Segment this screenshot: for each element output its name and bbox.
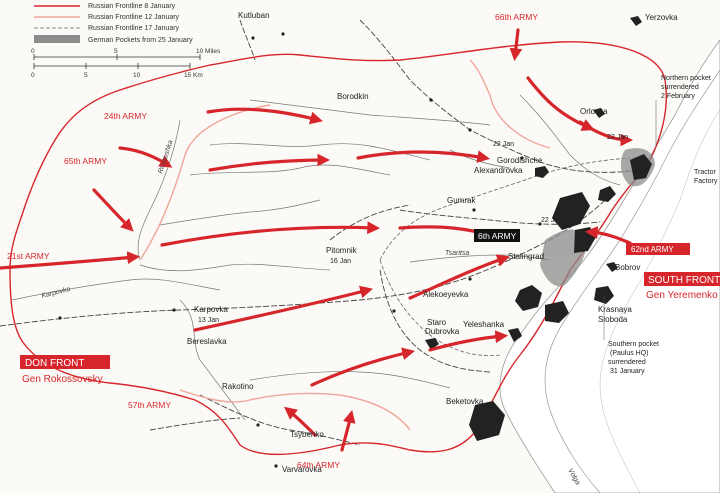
south-front-box [644,272,720,286]
place-stalingrad: Stalingrad [508,252,544,261]
place-borodkin: Borodkin [337,92,369,101]
don-front-commander: Gen Rokossovsky [22,374,103,385]
place-bereslavka: Bereslavka [187,337,227,346]
army-label-62nd: 62nd ARMY [631,245,674,254]
southern-pocket-note: Southern pocket (Paulus HQ) surrendered … [603,295,659,375]
army-label-57th: 57th ARMY [128,400,171,410]
place-sloboda: Sloboda [598,315,628,324]
army-label-6th: 6th ARMY [478,231,517,241]
frontline-12-january [139,59,551,431]
place-rakotino: Rakotino [222,382,254,391]
river-tsaritsa: Tsaritsa [445,250,469,257]
place-krasnaya: Krasnaya [598,305,632,314]
place-varvarovka: Varvarovka [282,465,322,474]
railway-stations [58,32,542,468]
scale-km-tick-0: 0 [31,72,35,79]
place-alexandrovka: Alexandrovka [474,166,523,175]
note-south-line-2: (Paulus HQ) [610,350,649,357]
legend-label-17-january: Russian Frontline 17 January [88,25,180,32]
army-label-21st: 21st ARMY [7,251,50,261]
frontline-17-january [379,157,631,356]
date-22-jan-c: 22 Jan [541,217,562,224]
legend-label-8-january: Russian Frontline 8 January [88,3,176,10]
attack-arrows [0,28,634,452]
place-kutluban: Kutluban [238,11,270,20]
army-label-65th: 65th ARMY [64,156,107,166]
volga-bank [544,69,720,493]
place-orlovka: Orlovka [580,107,608,116]
note-south-line-3: surrendered [608,359,646,366]
place-karpovka: Karpovka [194,305,228,314]
place-tractor: Tractor [694,169,717,176]
date-22-jan-a: 22 Jan [493,141,514,148]
place-yeleshanka: Yeleshanka [463,320,505,329]
place-staro: Staro [427,318,447,327]
scale-miles-label: 10 Miles [196,48,221,55]
place-gorodishche: Gorodishche [497,156,543,165]
river-rossoshka: Rossoshka [157,139,174,174]
don-front-title: DON FRONT [25,358,84,369]
volga-inner-bank [599,109,720,493]
place-alekoeyevka: Alekoeyevka [423,290,469,299]
place-tsybenko: Tsybenko [290,430,324,439]
scale-km-tick-15: 15 Km [184,72,203,79]
northern-pocket-note: Northern pocket surrendered 2 February [655,75,711,148]
river-karpovka: Karpovka [41,286,71,300]
army-label-24th: 24th ARMY [104,111,147,121]
map-legend: Russian Frontline 8 January Russian Fron… [34,3,193,44]
army-label-66th: 66th ARMY [495,12,538,22]
legend-label-german-pockets: German Pockets from 25 January [88,37,193,44]
place-yerzovka: Yerzovka [645,13,678,22]
don-front-box [20,355,110,369]
scale-km-tick-10: 10 [133,72,141,79]
note-north-line-2: surrendered [661,84,699,91]
south-front-commander: Gen Yeremenko [646,290,718,301]
frontline-8-january [9,41,668,456]
sixth-army-box [474,229,520,242]
date-22-jan-b: 22 Jan [607,134,628,141]
note-north-line-1: Northern pocket [661,75,711,82]
scale-bar [33,54,201,69]
scale-miles-tick-5: 5 [114,48,118,55]
date-pitomnik: 16 Jan [330,258,351,265]
place-dubrovka: Dubrovka [425,327,460,336]
scale-miles-tick-0: 0 [31,48,35,55]
south-front-title: SOUTH FRONT [648,275,720,286]
place-bobrov: Bobrov [615,263,640,272]
place-gumrak: Gumrak [447,196,476,205]
place-beketovka: Beketovka [446,397,484,406]
place-labels: Kutluban Yerzovka Borodkin Orlovka Gorod… [187,11,718,474]
note-south-line-4: 31 January [610,368,645,375]
sixty-second-army-box [626,243,690,255]
scale-km-tick-5: 5 [84,72,88,79]
note-south-line-1: Southern pocket [608,341,659,348]
place-pitomnik: Pitomnik [326,246,358,255]
date-karpovka: 13 Jan [198,317,219,324]
legend-label-12-january: Russian Frontline 12 January [88,14,180,21]
built-up-areas [425,16,652,441]
army-label-64th: 64th ARMY [297,460,340,470]
note-north-line-3: 2 February [661,93,695,100]
place-factory: Factory [694,178,718,185]
